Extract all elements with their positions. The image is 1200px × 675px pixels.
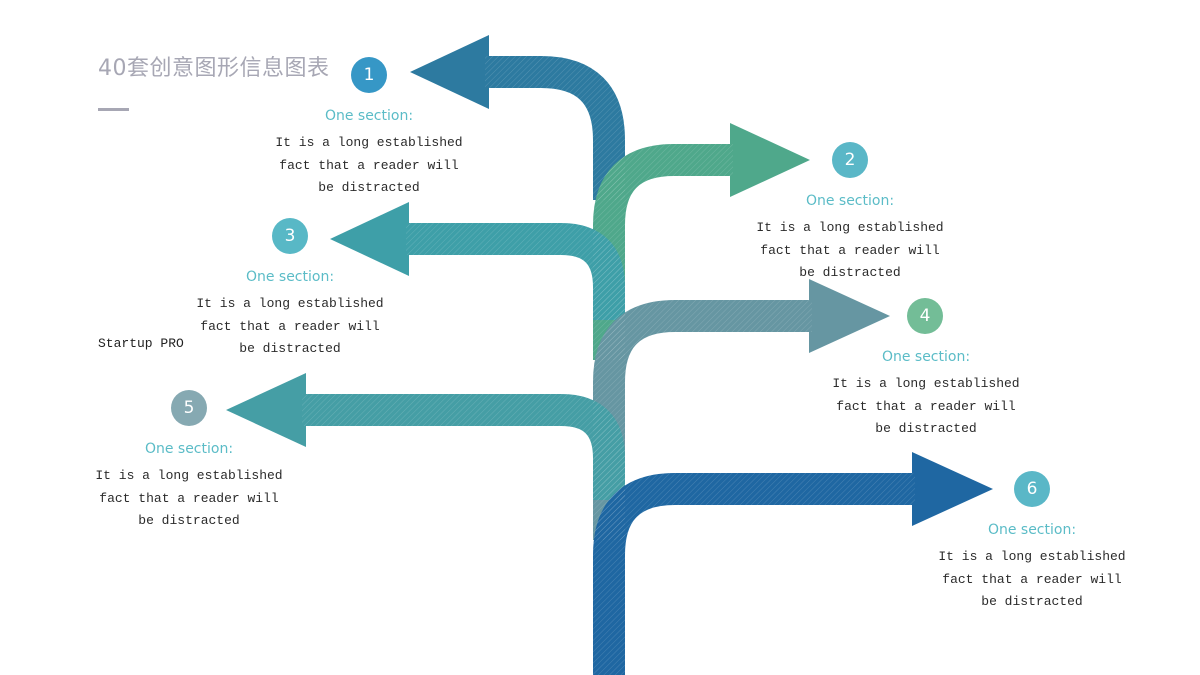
- section-5-description: It is a long established fact that a rea…: [69, 465, 309, 533]
- hatch-overlay: [302, 56, 915, 675]
- section-5-number-badge: 5: [171, 390, 207, 426]
- section-6-heading: One section:: [987, 522, 1077, 538]
- section-4-text: One section: It is a long established fa…: [806, 349, 1046, 441]
- section-5-line-3: be distracted: [138, 513, 240, 528]
- arrow-6-head: [912, 452, 993, 526]
- section-3-text: One section: It is a long established fa…: [170, 269, 410, 361]
- section-2-line-2: fact that a reader will: [760, 242, 940, 258]
- section-3-number-badge: 3: [272, 218, 308, 254]
- page-title: 40套创意图形信息图表: [98, 56, 330, 81]
- section-4-heading: One section:: [881, 349, 971, 365]
- section-2-line-1: It is a long established: [756, 220, 944, 235]
- section-3-heading: One section:: [245, 269, 335, 285]
- section-6-line-3: be distracted: [981, 594, 1083, 609]
- section-6-number-badge: 6: [1014, 471, 1050, 507]
- section-4-number-badge: 4: [907, 298, 943, 334]
- section-5-heading: One section:: [144, 441, 234, 457]
- section-1-number-badge: 1: [351, 57, 387, 93]
- title-underline: [98, 108, 129, 111]
- section-1-heading: One section:: [324, 108, 414, 124]
- section-6-line-1: It is a long established: [938, 549, 1126, 564]
- section-2-number-badge: 2: [832, 142, 868, 178]
- section-6-line-2: fact that a reader will: [942, 571, 1122, 587]
- section-6-description: It is a long established fact that a rea…: [912, 546, 1152, 614]
- section-3-line-3: be distracted: [239, 341, 341, 356]
- section-3-line-1: It is a long established: [196, 296, 384, 311]
- arrow-6-shaft: [593, 473, 915, 675]
- arrow-3-head: [330, 202, 409, 276]
- section-2-description: It is a long established fact that a rea…: [730, 217, 970, 285]
- section-1-line-3: be distracted: [318, 180, 420, 195]
- section-1-description: It is a long established fact that a rea…: [249, 132, 489, 200]
- section-4-line-3: be distracted: [875, 421, 977, 436]
- section-5-text: One section: It is a long established fa…: [69, 441, 309, 533]
- section-4-line-2: fact that a reader will: [836, 398, 1016, 414]
- arrow-4-head: [809, 279, 890, 353]
- section-1-line-1: It is a long established: [275, 135, 463, 150]
- section-2-text: One section: It is a long established fa…: [730, 193, 970, 285]
- section-4-description: It is a long established fact that a rea…: [806, 373, 1046, 441]
- section-2-line-3: be distracted: [799, 265, 901, 280]
- section-1-line-2: fact that a reader will: [279, 157, 459, 173]
- section-5-line-2: fact that a reader will: [99, 490, 279, 506]
- section-6-text: One section: It is a long established fa…: [912, 522, 1152, 614]
- arrow-5-head: [226, 373, 306, 447]
- section-1-text: One section: It is a long established fa…: [249, 108, 489, 200]
- section-5-line-1: It is a long established: [95, 468, 283, 483]
- section-3-description: It is a long established fact that a rea…: [170, 293, 410, 361]
- brand-label: Startup PRO: [98, 336, 184, 351]
- section-4-line-1: It is a long established: [832, 376, 1020, 391]
- section-2-heading: One section:: [805, 193, 895, 209]
- arrow-1-head: [410, 35, 489, 109]
- arrow-2-head: [730, 123, 810, 197]
- section-3-line-2: fact that a reader will: [200, 318, 380, 334]
